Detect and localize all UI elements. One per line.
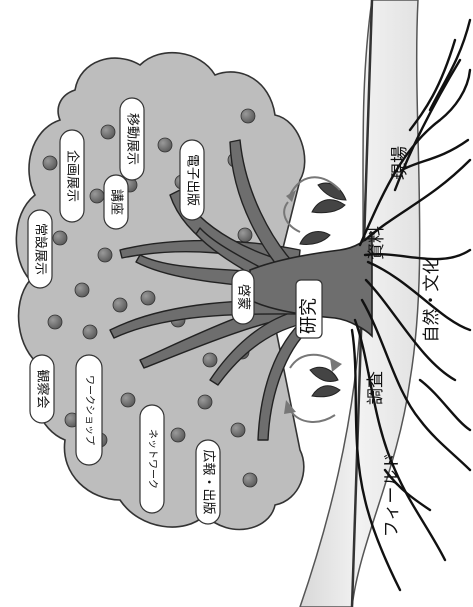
- field-label: フィールド: [382, 453, 402, 538]
- materials-label: 資料: [367, 226, 387, 260]
- publicity-label: 広報・出版: [201, 449, 216, 514]
- network-label: ネットワーク: [147, 429, 159, 489]
- site-label: 現場: [390, 146, 410, 180]
- traveling-exhibit-label: 移動展示: [125, 113, 140, 165]
- permanent-exhibit-label: 常設展示: [33, 223, 49, 275]
- special-exhibit-label: 企画展示: [65, 150, 81, 202]
- enlightenment-label: 啓蒙: [236, 284, 251, 310]
- center-label: 研究: [299, 298, 320, 334]
- workshop-label: ワークショップ: [84, 375, 96, 445]
- lecture-label: 講座: [109, 189, 125, 215]
- digital-publication-label: 電子出版: [185, 154, 200, 206]
- survey-label: 調査: [366, 371, 386, 405]
- nature-culture-label: 自然・文化: [422, 258, 442, 343]
- observation-label: 観察会: [35, 369, 50, 408]
